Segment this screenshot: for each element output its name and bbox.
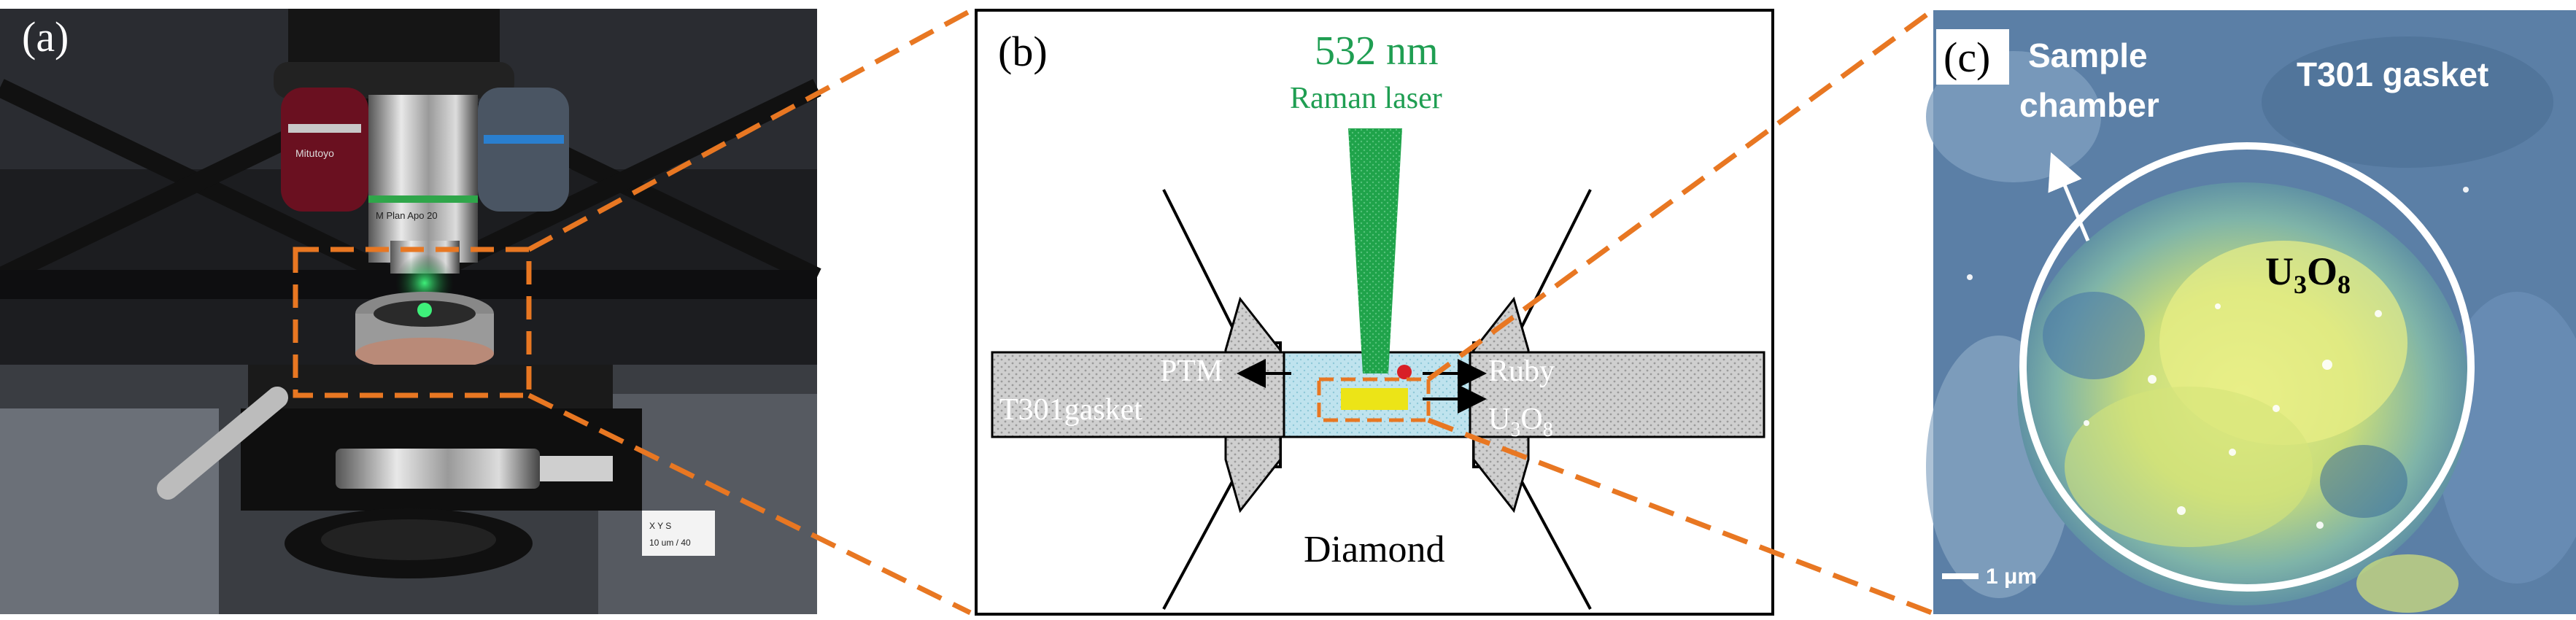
note-text-1: X Y S	[649, 521, 671, 531]
objective-brand-text: Mitutoyo	[295, 147, 334, 159]
gasket-label-b: T301gasket	[999, 393, 1142, 427]
sample-label-c: U3O8	[2265, 249, 2351, 299]
scale-bar	[1942, 573, 1979, 579]
panel-b-label: (b)	[998, 28, 1048, 75]
panel-b-schematic: 532 nm Raman laser PTM T301gasket Ruby U…	[975, 9, 1774, 616]
panel-c-micrograph: (c) Sample chamber T301 gasket U3O8 1 μm	[1926, 10, 2576, 614]
sample-chamber-label-2: chamber	[2019, 86, 2159, 124]
laser-wavelength-label: 532 nm	[1315, 28, 1439, 74]
sample-label-b: U3O8	[1488, 403, 1553, 441]
panel-a-photo: Mitutoyo M Plan Apo 20 X Y S 10 um / 40	[0, 9, 821, 614]
ruby-particle	[1397, 365, 1412, 379]
sample-chamber-circle	[2019, 142, 2475, 592]
connector-b-c	[1426, 9, 1934, 616]
laser-name-label: Raman laser	[1290, 82, 1442, 115]
diamond-label: Diamond	[1304, 529, 1445, 570]
connector-a-b	[527, 8, 972, 616]
ruby-label: Ruby	[1488, 354, 1555, 388]
sample-particle	[1341, 388, 1408, 410]
panel-c-label: (c)	[1943, 34, 1990, 81]
chamber-pointer-arrow	[2048, 152, 2090, 241]
roi-box-b	[1317, 377, 1431, 422]
note-text-2: 10 um / 40	[649, 538, 691, 548]
laser-beam	[1348, 128, 1402, 373]
objective-spec-text: M Plan Apo 20	[376, 210, 438, 221]
scale-bar-label: 1 μm	[1986, 565, 2037, 589]
sample-chamber-label-1: Sample	[2028, 36, 2148, 74]
roi-box-a	[293, 247, 532, 398]
ptm-label: PTM	[1160, 354, 1223, 388]
gasket-label-c: T301 gasket	[2297, 55, 2488, 93]
panel-c-label-box	[1936, 29, 2009, 85]
panel-a-label: (a)	[22, 13, 69, 61]
